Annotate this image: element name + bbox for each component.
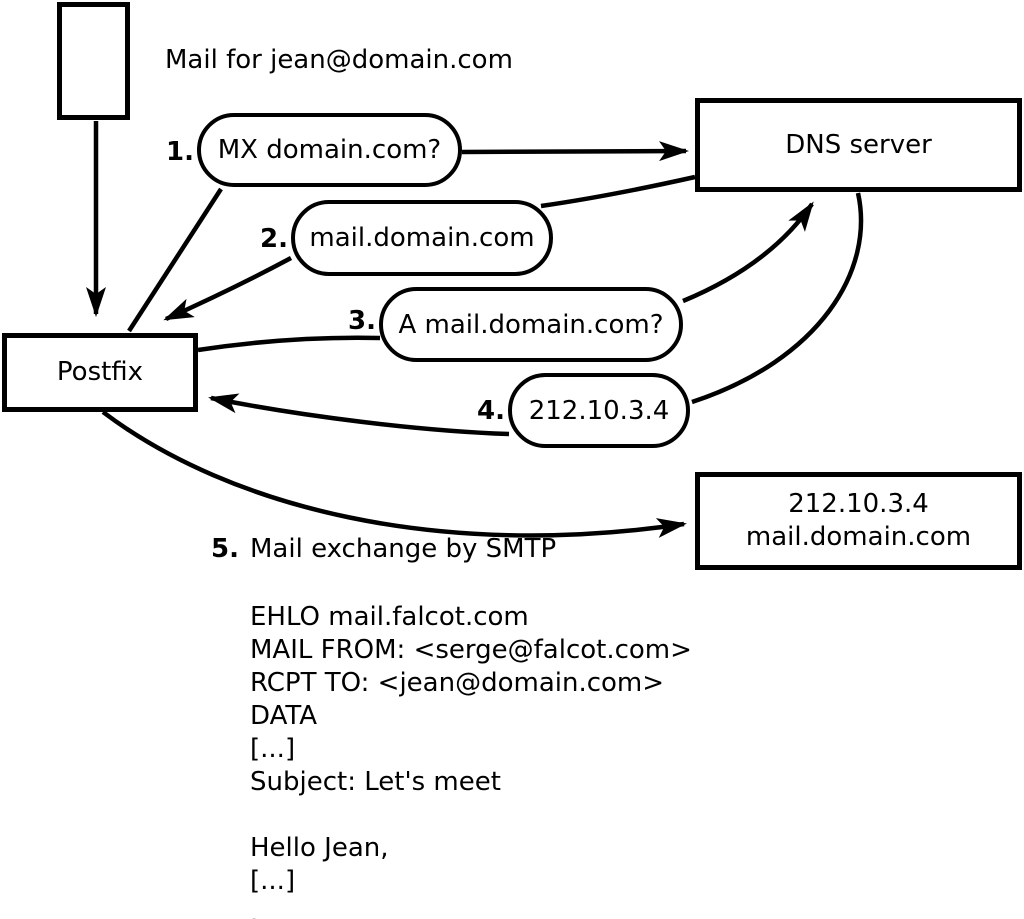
dns-server-label: DNS server (785, 129, 932, 160)
step-4-response-pill: 212.10.3.4 (508, 373, 690, 448)
mail-server-node: 212.10.3.4 mail.domain.com (695, 472, 1022, 570)
step-3-number: 3. (348, 306, 376, 336)
smtp-line: . (250, 899, 259, 919)
smtp-line: Hello Jean, (250, 833, 389, 863)
arrow-step3-to-dns (682, 201, 814, 304)
step-5-number: 5. (211, 534, 239, 564)
step-1-query-pill: MX domain.com? (197, 113, 462, 187)
smtp-session: EHLO mail.falcot.com MAIL FROM: <serge@f… (250, 601, 692, 919)
postfix-label: Postfix (56, 357, 144, 387)
mail-server-ip: 212.10.3.4 (788, 489, 929, 519)
smtp-line: MAIL FROM: <serge@falcot.com> (250, 635, 692, 665)
line-postfix-to-step3 (197, 335, 381, 353)
arrow-step2-to-postfix (163, 256, 293, 322)
step-3-query-pill: A mail.domain.com? (379, 287, 683, 362)
step-5-label: Mail exchange by SMTP (250, 534, 557, 564)
step-2-label: mail.domain.com (309, 223, 535, 253)
line-dns-to-step2 (540, 174, 696, 209)
smtp-line: EHLO mail.falcot.com (250, 602, 529, 632)
smtp-line: Subject: Let's meet (250, 767, 501, 797)
step-2-number: 2. (260, 224, 288, 254)
step-4-label: 212.10.3.4 (528, 395, 670, 426)
smtp-line: RCPT TO: <jean@domain.com> (250, 668, 665, 698)
step-1-number: 1. (166, 137, 194, 167)
smtp-line: DATA (250, 701, 317, 731)
smtp-line: [...] (250, 866, 296, 896)
arrow-postfix-to-mailserver (101, 410, 687, 538)
mail-server-hostname: mail.domain.com (745, 522, 972, 552)
smtp-line (250, 799, 692, 832)
postfix-node: Postfix (2, 333, 198, 412)
step-4-number: 4. (477, 396, 505, 426)
step-3-label: A mail.domain.com? (398, 309, 664, 340)
line-postfix-to-step1 (127, 187, 223, 333)
mail-note: Mail for jean@domain.com (165, 45, 513, 75)
step-1-label: MX domain.com? (217, 135, 442, 165)
smtp-line: [...] (250, 734, 296, 764)
mail-message-icon (57, 2, 130, 120)
line-dns-to-step4 (691, 192, 864, 405)
step-2-response-pill: mail.domain.com (291, 200, 553, 276)
dns-server-node: DNS server (695, 98, 1022, 192)
arrow-step4-to-postfix (208, 393, 510, 437)
arrow-step1-to-dns (461, 141, 689, 162)
